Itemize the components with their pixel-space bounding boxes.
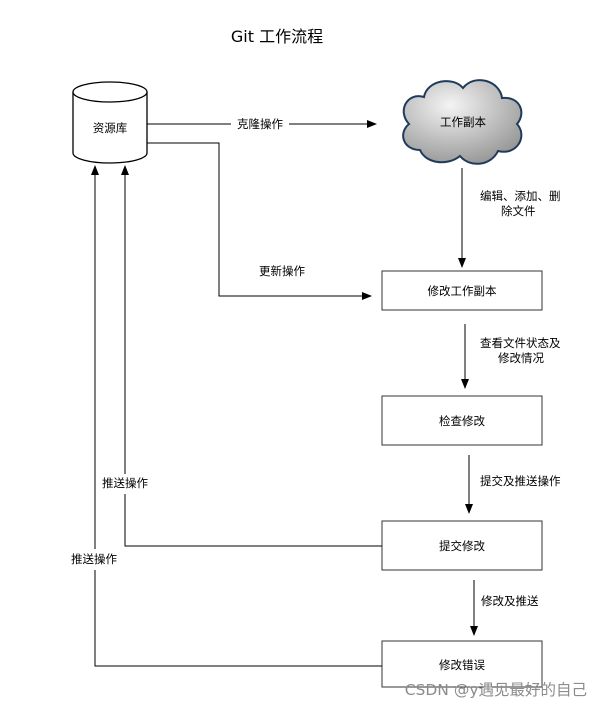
watermark: CSDN @y遇见最好的自己: [405, 681, 587, 699]
commit-push-label: 提交及推送操作: [480, 474, 561, 488]
edit-label-line1: 编辑、添加、删: [480, 189, 561, 203]
edge-line: [124, 494, 382, 547]
view-label-line2: 修改情况: [498, 351, 544, 365]
modify-working-copy-node: 修改工作副本: [381, 270, 543, 311]
repository-node: 资源库: [72, 81, 148, 164]
cylinder-top: [72, 81, 148, 103]
push-edge-1: 推送操作: [102, 165, 382, 547]
check-changes-label: 检查修改: [439, 414, 485, 428]
view-status-edge: 查看文件状态及 修改情况: [461, 324, 561, 389]
edge-arrow: [147, 142, 372, 300]
box: [381, 270, 543, 311]
update-edge: 更新操作: [147, 142, 372, 300]
working-copy-node: 工作副本: [402, 79, 523, 165]
push-label-1: 推送操作: [102, 476, 148, 490]
diagram-title: Git 工作流程: [231, 27, 323, 46]
clone-label: 克隆操作: [237, 117, 283, 131]
fix-push-label: 修改及推送: [481, 594, 539, 608]
commit-push-edge: 提交及推送操作: [465, 455, 561, 514]
fix-push-edge: 修改及推送: [470, 580, 539, 636]
fix-errors-label: 修改错误: [439, 658, 485, 672]
clone-edge: 克隆操作: [147, 117, 377, 131]
commit-changes-node: 提交修改: [381, 520, 543, 571]
fix-errors-node: 修改错误: [381, 640, 543, 688]
check-changes-node: 检查修改: [381, 395, 543, 446]
cylinder-body: [72, 92, 148, 164]
push-label-2: 推送操作: [71, 552, 117, 566]
cloud-shape: [402, 79, 523, 165]
push-edge-2: 推送操作: [71, 165, 382, 667]
modify-working-copy-label: 修改工作副本: [428, 284, 497, 298]
box: [381, 395, 543, 446]
update-label: 更新操作: [259, 264, 305, 278]
working-copy-label: 工作副本: [440, 115, 486, 129]
repository-label: 资源库: [93, 121, 128, 135]
commit-changes-label: 提交修改: [439, 539, 485, 553]
edit-edge: 编辑、添加、删 除文件: [458, 168, 561, 268]
box: [381, 520, 543, 571]
edit-label-line2: 除文件: [501, 204, 536, 218]
view-label-line1: 查看文件状态及: [480, 336, 561, 350]
edge-line: [94, 570, 382, 667]
box: [381, 640, 543, 688]
